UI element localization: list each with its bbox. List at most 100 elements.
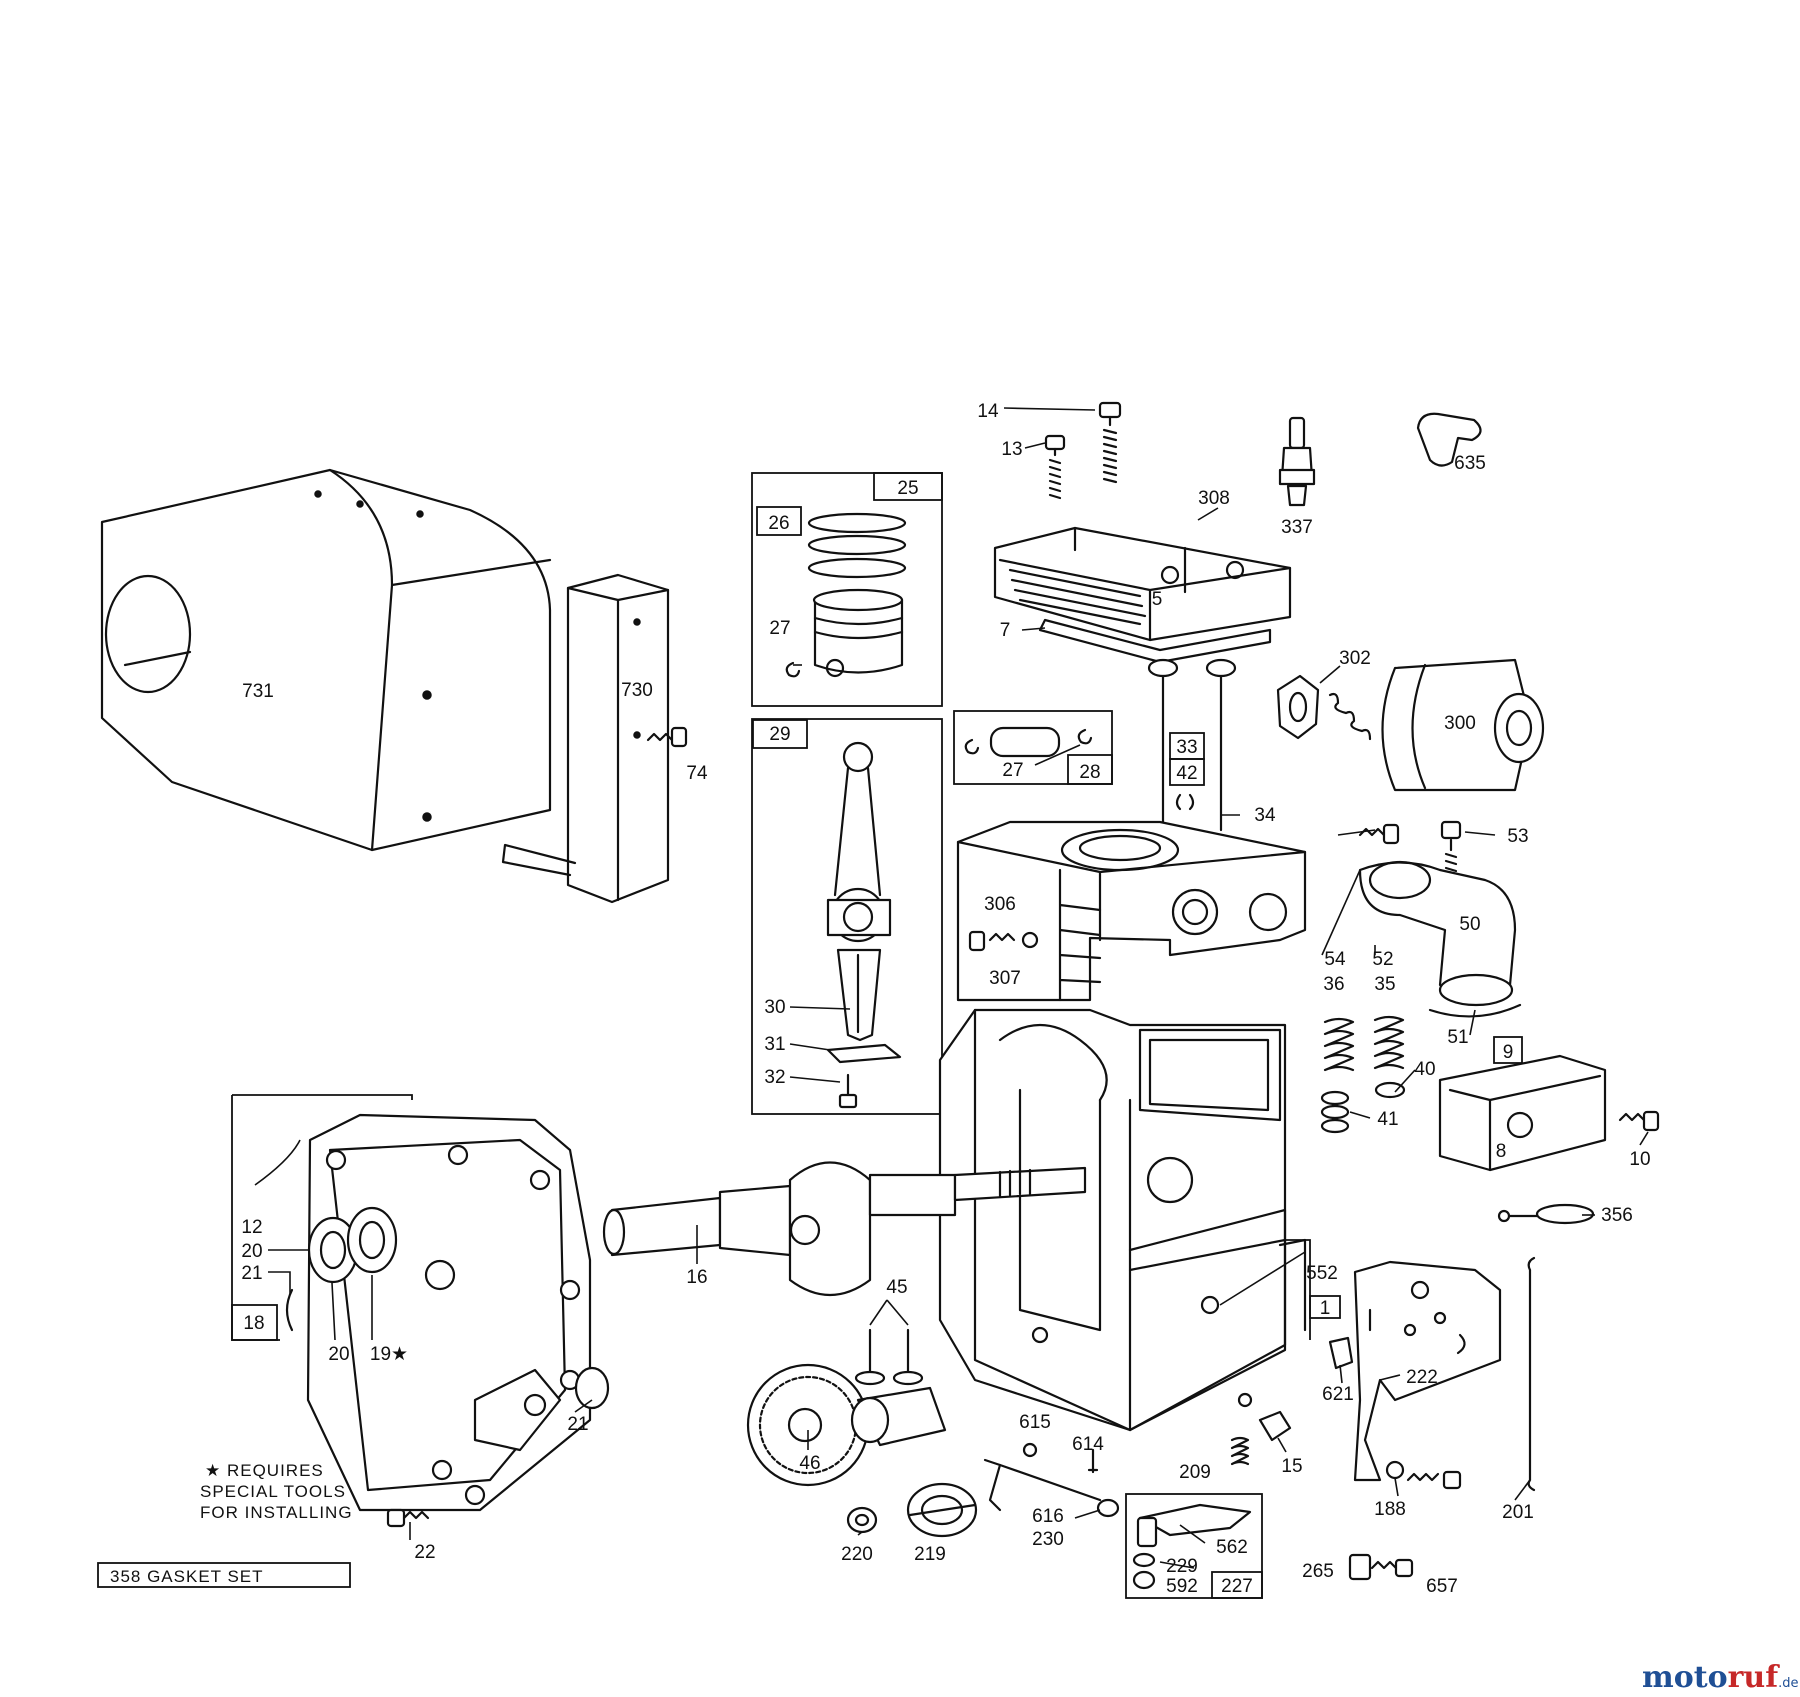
note-line-1: ★ REQUIRES	[205, 1461, 324, 1480]
label-33: 33	[1176, 737, 1197, 758]
label-227: 227	[1221, 1576, 1253, 1597]
label-14: 14	[977, 401, 999, 422]
label-13: 13	[1001, 439, 1022, 460]
label-308: 308	[1198, 488, 1230, 509]
label-54: 54	[1324, 949, 1346, 970]
valve-springs-35-36	[1320, 1015, 1406, 1134]
cam-gear-46	[746, 1363, 947, 1487]
label-592: 592	[1166, 1576, 1198, 1597]
label-27-pin: 27	[1002, 760, 1023, 781]
label-53: 53	[1507, 826, 1528, 847]
washer-220	[846, 1506, 878, 1534]
label-306: 306	[984, 894, 1016, 915]
label-1: 1	[1320, 1298, 1331, 1319]
spring-209	[1230, 1436, 1250, 1466]
part-labels: 14 13 337 635 308 5 7 302 300 25 26 27 2…	[241, 401, 1650, 1597]
label-616: 616	[1032, 1506, 1064, 1527]
piston-pin-group-28	[953, 710, 1113, 785]
label-201: 201	[1502, 1502, 1534, 1523]
label-219: 219	[914, 1544, 946, 1565]
label-29: 29	[769, 724, 790, 745]
cylinder-block-306	[956, 820, 1307, 1002]
watermark-text: motoruf.de	[1642, 1660, 1799, 1695]
gasket-set-box: 358 GASKET SET	[97, 1562, 351, 1588]
label-635: 635	[1454, 453, 1486, 474]
label-12: 12	[241, 1217, 262, 1238]
label-20-seal: 20	[328, 1344, 349, 1365]
label-35: 35	[1374, 974, 1395, 995]
label-356: 356	[1601, 1205, 1633, 1226]
part-box-552	[1284, 1239, 1341, 1340]
label-46: 46	[799, 1453, 820, 1474]
screw-15	[1258, 1410, 1292, 1442]
breather-cover-9	[1438, 1036, 1607, 1172]
label-621: 621	[1322, 1384, 1354, 1405]
label-45: 45	[886, 1277, 907, 1298]
cylinder-head-308	[993, 526, 1292, 664]
label-26: 26	[768, 513, 789, 534]
label-22: 22	[414, 1542, 435, 1563]
note-line-3: FOR INSTALLING	[200, 1503, 353, 1522]
label-307: 307	[989, 968, 1021, 989]
label-615: 615	[1019, 1412, 1051, 1433]
special-tools-note: ★ REQUIRES SPECIAL TOOLS FOR INSTALLING	[200, 1461, 353, 1522]
label-5: 5	[1152, 589, 1163, 610]
air-filter-300	[1381, 658, 1545, 792]
connecting-rod-group-29	[751, 718, 943, 1115]
label-7: 7	[1000, 620, 1011, 641]
governor-lever-group-227	[1125, 1493, 1263, 1599]
leader-lines	[254, 407, 1649, 1569]
tappets-45	[854, 1328, 924, 1386]
label-188: 188	[1374, 1499, 1406, 1520]
label-52: 52	[1372, 949, 1393, 970]
label-300: 300	[1444, 713, 1476, 734]
label-230: 230	[1032, 1529, 1064, 1550]
label-731: 731	[242, 681, 274, 702]
note-line-2: SPECIAL TOOLS	[200, 1482, 346, 1501]
governor-gear-219	[906, 1482, 978, 1538]
label-32: 32	[764, 1067, 785, 1088]
label-42: 42	[1176, 763, 1197, 784]
label-27-piston: 27	[769, 618, 790, 639]
label-8: 8	[1496, 1141, 1507, 1162]
label-21-lever: 21	[567, 1414, 588, 1435]
crankcase	[938, 1008, 1307, 1432]
valves-33-34	[1147, 658, 1237, 837]
intake-elbow-50	[1358, 860, 1522, 1018]
label-552: 552	[1306, 1263, 1338, 1284]
label-36: 36	[1323, 974, 1344, 995]
label-209: 209	[1179, 1462, 1211, 1483]
label-20-cover: 20	[241, 1241, 262, 1262]
label-337: 337	[1281, 517, 1313, 538]
label-614: 614	[1072, 1434, 1104, 1455]
screw-74	[646, 726, 688, 748]
label-30: 30	[764, 997, 785, 1018]
label-19-seal: 19★	[370, 1344, 408, 1365]
tube-356	[1497, 1203, 1595, 1225]
label-229: 229	[1166, 1556, 1198, 1577]
bolt-14	[1098, 401, 1122, 484]
label-31: 31	[764, 1034, 785, 1055]
label-28: 28	[1079, 762, 1100, 783]
label-18: 18	[243, 1313, 264, 1334]
label-265: 265	[1302, 1561, 1334, 1582]
label-25: 25	[897, 478, 918, 499]
label-657: 657	[1426, 1576, 1458, 1597]
label-50: 50	[1459, 914, 1480, 935]
label-222: 222	[1406, 1367, 1438, 1388]
link-201	[1527, 1256, 1536, 1492]
clip-621	[1328, 1336, 1354, 1370]
screw-10	[1618, 1110, 1660, 1132]
label-302: 302	[1339, 648, 1371, 669]
label-51: 51	[1447, 1027, 1468, 1048]
clip-265-bolt-657	[1348, 1553, 1414, 1581]
label-10: 10	[1629, 1149, 1650, 1170]
gasket-set-label: 358 GASKET SET	[110, 1567, 264, 1586]
label-16: 16	[686, 1267, 707, 1288]
label-15: 15	[1281, 1456, 1302, 1477]
label-730: 730	[621, 680, 653, 701]
spark-plug-337	[1278, 416, 1316, 507]
crankcase-cover-group-18	[231, 1094, 610, 1512]
label-74: 74	[686, 763, 708, 784]
